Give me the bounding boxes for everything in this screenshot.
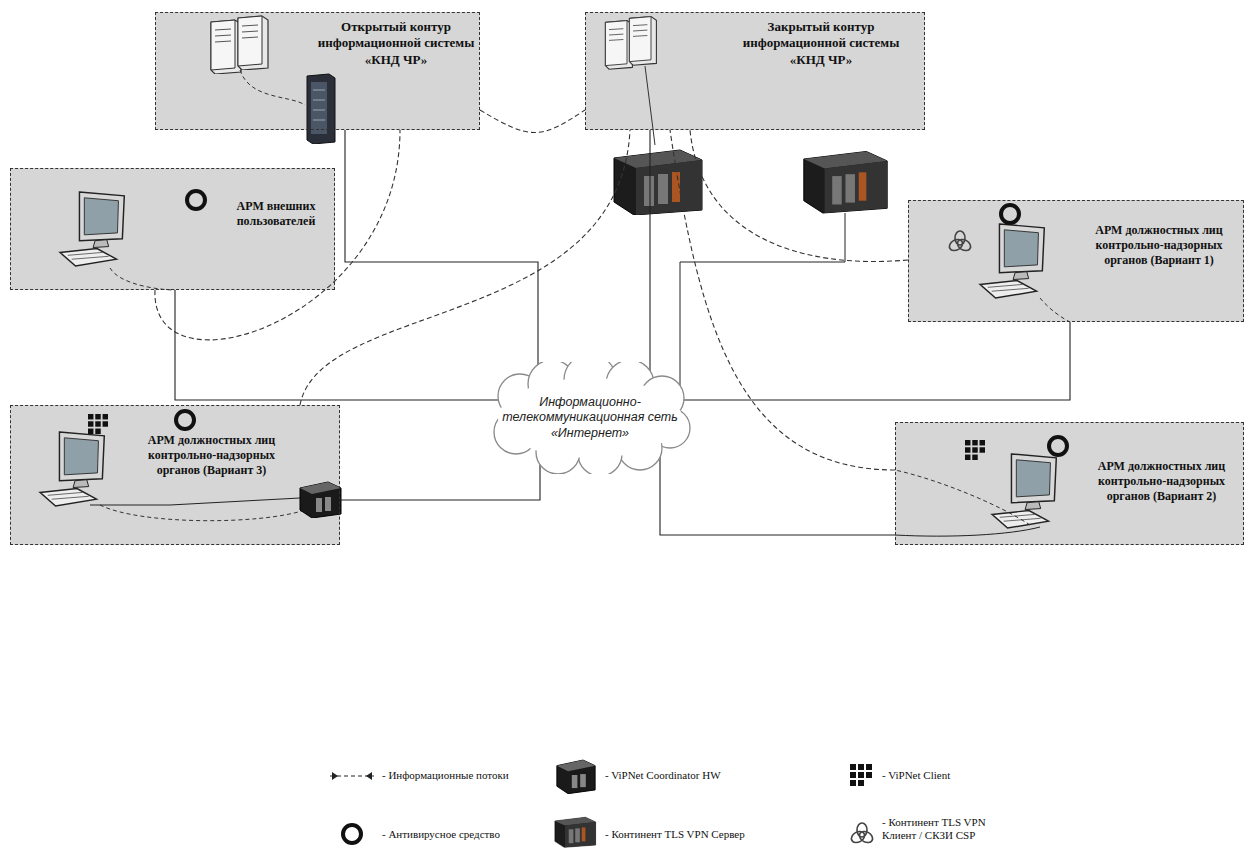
box-label: АРМ должностных лиц контрольно-надзорных… bbox=[1079, 223, 1239, 268]
information-flow bbox=[480, 110, 585, 133]
information-flow bbox=[155, 130, 400, 340]
legend-text: - ViPNet Coordinator HW bbox=[605, 769, 775, 782]
legend-text: - Информационные потоки bbox=[382, 769, 542, 782]
network-link bbox=[650, 130, 651, 382]
network-link bbox=[660, 450, 895, 535]
legend-text: - Континент TLS VPN Сервер bbox=[605, 828, 795, 841]
legend-text: - ViPNet Client bbox=[882, 769, 1032, 782]
box-label: АРМ должностных лиц контрольно-надзорных… bbox=[1084, 459, 1239, 504]
legend-text: - Континент TLS VPN Клиент / СКЗИ CSP bbox=[882, 816, 1007, 842]
information-flow bbox=[690, 130, 908, 261]
network-link bbox=[345, 130, 538, 379]
network-label: Информационно- телекоммуникационная сеть… bbox=[500, 395, 680, 442]
contour-box: Открытый контур информационной системы «… bbox=[155, 12, 480, 130]
box-ground bbox=[908, 200, 1244, 322]
workstation-box: АРМ должностных лиц контрольно-надзорных… bbox=[10, 405, 340, 545]
network-link bbox=[680, 322, 1070, 400]
workstation-box: АРМ внешних пользователей bbox=[10, 168, 335, 290]
information-flow bbox=[670, 130, 895, 470]
internet-cloud: Информационно- телекоммуникационная сеть… bbox=[488, 362, 692, 474]
network-link bbox=[340, 458, 540, 500]
box-ground bbox=[10, 405, 340, 545]
box-label: Закрытый контур информационной системы «… bbox=[726, 19, 916, 68]
box-ground bbox=[10, 168, 335, 290]
box-ground bbox=[895, 422, 1244, 545]
box-label: АРМ должностных лиц контрольно-надзорных… bbox=[129, 433, 294, 478]
network-link bbox=[175, 290, 500, 400]
box-label: АРМ внешних пользователей bbox=[223, 199, 329, 229]
box-label: Открытый контур информационной системы «… bbox=[316, 19, 476, 68]
contour-box: Закрытый контур информационной системы «… bbox=[585, 12, 925, 130]
legend-text: - Антивирусное средство bbox=[382, 828, 542, 841]
workstation-box: АРМ должностных лиц контрольно-надзорных… bbox=[895, 422, 1244, 545]
box-ground bbox=[585, 12, 925, 130]
workstation-box: АРМ должностных лиц контрольно-надзорных… bbox=[908, 200, 1244, 322]
information-flow bbox=[300, 130, 630, 405]
